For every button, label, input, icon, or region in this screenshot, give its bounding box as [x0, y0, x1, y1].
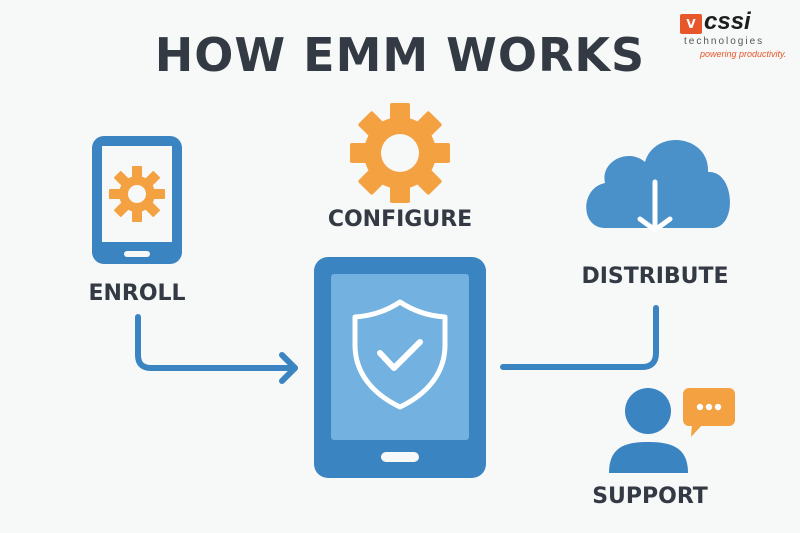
phone-gear-icon	[92, 136, 182, 264]
cloud-download-icon	[586, 139, 730, 233]
user-body-icon	[609, 442, 688, 473]
device-to-distribute-connector	[500, 305, 659, 370]
small-gear-icon	[109, 166, 165, 222]
step-label-enroll: ENROLL	[88, 281, 186, 306]
logo-subtitle: technologies	[684, 36, 765, 47]
gear-icon	[350, 103, 450, 203]
logo-tagline: powering productivity.	[700, 49, 787, 59]
logo-mark-icon: V	[680, 14, 702, 34]
step-label-configure: CONFIGURE	[327, 207, 473, 232]
arrow-head-icon	[279, 352, 298, 384]
check-icon	[377, 339, 423, 371]
company-logo: V cssi technologies powering productivit…	[680, 8, 798, 62]
user-head-icon	[625, 388, 671, 434]
shield-icon	[352, 299, 448, 410]
page-title: HOW EMM WORKS	[154, 28, 646, 82]
user-chat-icon	[609, 388, 735, 473]
step-label-distribute: DISTRIBUTE	[581, 264, 729, 289]
enroll-to-device-arrow	[135, 314, 298, 371]
tablet-shield-check-icon	[314, 257, 486, 478]
step-label-support: SUPPORT	[592, 484, 708, 509]
chat-bubble-icon	[683, 388, 735, 437]
logo-name: cssi	[704, 8, 751, 35]
